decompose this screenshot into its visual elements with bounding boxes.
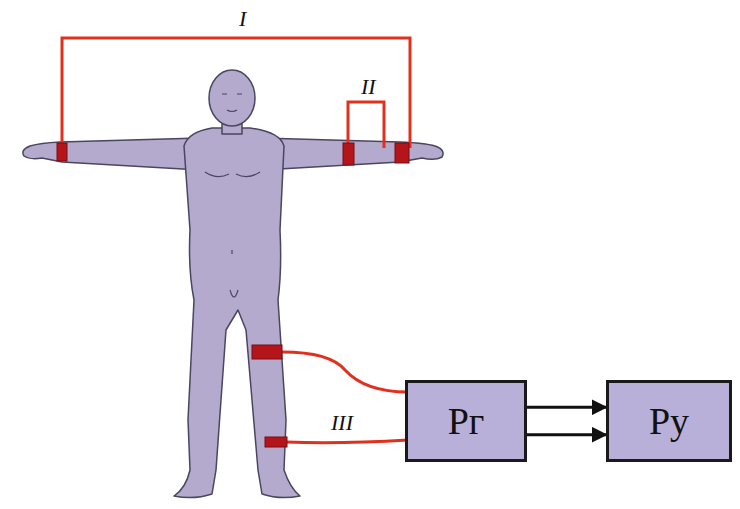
signal-arrow [527,406,606,409]
signal-arrow [527,433,606,436]
electrode [57,143,67,161]
lead-wire [62,38,410,150]
box-label: Ру [649,399,689,443]
lead-label: I [236,8,249,30]
electrode [395,143,409,163]
process-box: Ру [606,380,732,462]
electrode [265,437,287,447]
process-box: Рг [405,380,527,462]
lead-wire [282,352,408,392]
lead-wire [286,440,408,443]
electrode [343,143,354,165]
electrode [252,345,282,359]
face [222,94,242,112]
lead-label: III [328,412,356,434]
body [174,128,300,498]
torso-detail [205,172,260,297]
head [209,70,255,126]
box-label: Рг [448,399,485,443]
lead-label: II [358,76,379,98]
